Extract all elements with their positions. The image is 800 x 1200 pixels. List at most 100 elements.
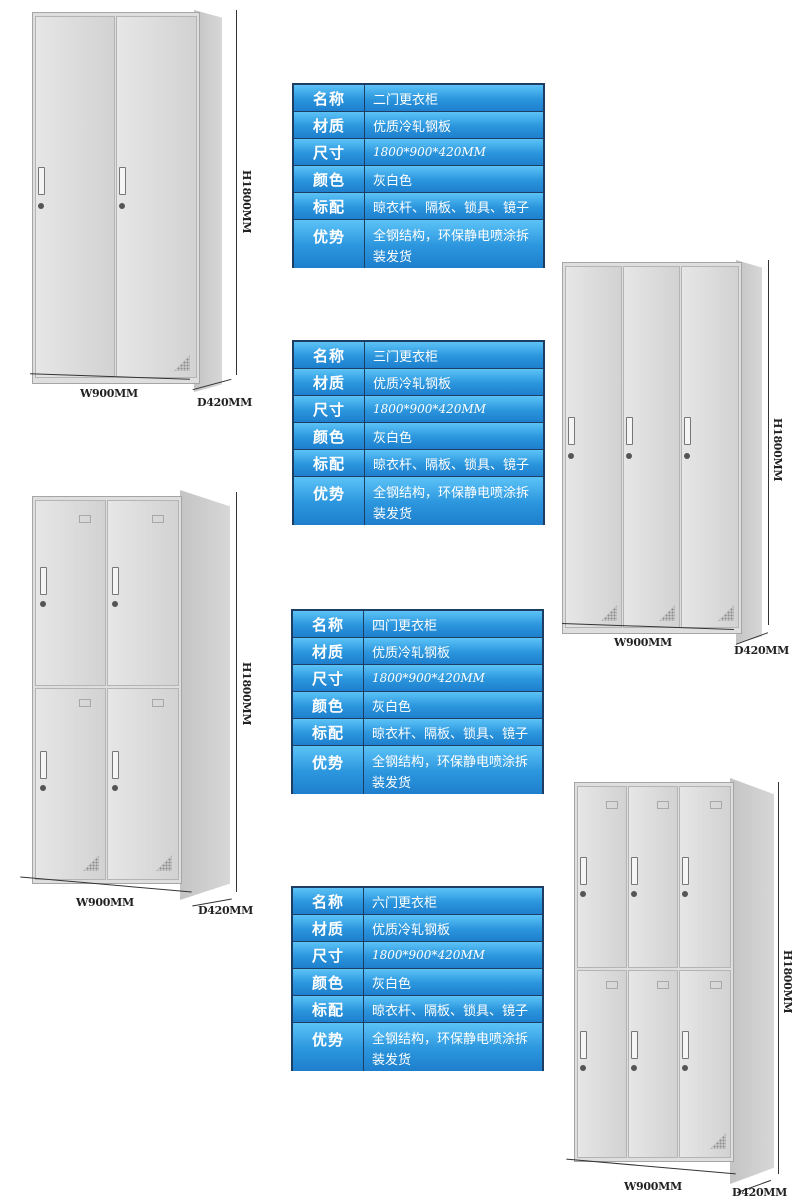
spec-table-two-door: 名称 二门更衣柜 材质 优质冷轧钢板 尺寸 1800*900*420MM 颜色 …: [292, 83, 545, 268]
label-tag-icon: [657, 981, 669, 989]
value-advantage: 全钢结构，环保静电喷涂拆装发货: [365, 220, 543, 268]
cabinet-door: [35, 500, 106, 686]
cabinet-four-door: [24, 490, 234, 906]
value-name: 三门更衣柜: [365, 342, 543, 368]
label-color: 颜色: [293, 969, 363, 995]
label-advantage: 优势: [294, 220, 364, 268]
value-size: 1800*900*420MM: [365, 396, 543, 422]
cabinet-side: [730, 778, 774, 1184]
door-handle-icon: [682, 857, 689, 885]
lock-icon: [682, 891, 688, 897]
label-color: 颜色: [293, 692, 363, 718]
label-material: 材质: [293, 915, 363, 941]
value-name: 六门更衣柜: [364, 888, 542, 914]
width-label: W900MM: [624, 1180, 682, 1193]
lock-icon: [631, 1065, 637, 1071]
value-size: 1800*900*420MM: [365, 139, 543, 165]
value-standard: 晾衣杆、隔板、锁具、镜子: [365, 193, 543, 219]
spec-table-four-door: 名称 四门更衣柜 材质 优质冷轧钢板 尺寸 1800*900*420MM 颜色 …: [291, 609, 544, 794]
value-name: 二门更衣柜: [365, 85, 543, 111]
label-standard: 标配: [294, 450, 364, 476]
value-size: 1800*900*420MM: [364, 665, 542, 691]
value-color: 灰白色: [364, 692, 542, 718]
vent-icon: [718, 605, 734, 621]
lock-icon: [580, 891, 586, 897]
cabinet-door: [679, 786, 731, 968]
label-size: 尺寸: [293, 665, 363, 691]
vent-icon: [174, 355, 190, 371]
door-handle-icon: [626, 417, 633, 445]
value-advantage: 全钢结构，环保静电喷涂拆装发货: [365, 477, 543, 525]
lock-icon: [38, 203, 44, 209]
height-dimension-line: [236, 10, 237, 375]
lock-icon: [40, 785, 46, 791]
door-handle-icon: [119, 167, 126, 195]
label-standard: 标配: [293, 996, 363, 1022]
label-tag-icon: [710, 981, 722, 989]
cabinet-door: [35, 16, 115, 378]
cabinet-door: [623, 266, 680, 628]
label-size: 尺寸: [294, 396, 364, 422]
value-standard: 晾衣杆、隔板、锁具、镜子: [364, 996, 542, 1022]
label-tag-icon: [79, 699, 91, 707]
label-standard: 标配: [294, 193, 364, 219]
label-tag-icon: [657, 801, 669, 809]
label-tag-icon: [606, 981, 618, 989]
label-advantage: 优势: [293, 1023, 363, 1071]
label-name: 名称: [293, 611, 363, 637]
value-material: 优质冷轧钢板: [364, 638, 542, 664]
label-standard: 标配: [293, 719, 363, 745]
label-tag-icon: [710, 801, 722, 809]
label-color: 颜色: [294, 166, 364, 192]
lock-icon: [626, 453, 632, 459]
lock-icon: [631, 891, 637, 897]
height-dimension-line: [768, 260, 769, 625]
width-label: W900MM: [80, 387, 138, 400]
label-size: 尺寸: [294, 139, 364, 165]
cabinet-door: [628, 970, 678, 1158]
door-handle-icon: [684, 417, 691, 445]
value-color: 灰白色: [365, 166, 543, 192]
label-tag-icon: [152, 515, 164, 523]
height-label: H1800MM: [240, 662, 253, 726]
depth-label: D420MM: [732, 1186, 788, 1199]
cabinet-door: [565, 266, 622, 628]
vent-icon: [83, 855, 99, 871]
label-tag-icon: [79, 515, 91, 523]
lock-icon: [112, 601, 118, 607]
label-name: 名称: [294, 85, 364, 111]
vent-icon: [710, 1133, 726, 1149]
lock-icon: [682, 1065, 688, 1071]
spec-table-three-door: 名称 三门更衣柜 材质 优质冷轧钢板 尺寸 1800*900*420MM 颜色 …: [292, 340, 545, 525]
value-name: 四门更衣柜: [364, 611, 542, 637]
cabinet-door: [628, 786, 678, 968]
label-advantage: 优势: [294, 477, 364, 525]
label-material: 材质: [294, 369, 364, 395]
lock-icon: [119, 203, 125, 209]
value-advantage: 全钢结构，环保静电喷涂拆装发货: [364, 746, 542, 794]
label-advantage: 优势: [293, 746, 363, 794]
door-handle-icon: [580, 1031, 587, 1059]
depth-label: D420MM: [734, 644, 790, 657]
cabinet-door: [681, 266, 739, 628]
height-dimension-line: [236, 492, 237, 892]
value-material: 优质冷轧钢板: [364, 915, 542, 941]
width-label: W900MM: [614, 636, 672, 649]
label-material: 材质: [294, 112, 364, 138]
value-standard: 晾衣杆、隔板、锁具、镜子: [365, 450, 543, 476]
label-name: 名称: [293, 888, 363, 914]
cabinet-door: [107, 500, 179, 686]
lock-icon: [112, 785, 118, 791]
cabinet-door: [35, 688, 106, 880]
lock-icon: [684, 453, 690, 459]
value-size: 1800*900*420MM: [364, 942, 542, 968]
label-size: 尺寸: [293, 942, 363, 968]
door-handle-icon: [568, 417, 575, 445]
door-handle-icon: [40, 567, 47, 595]
depth-label: D420MM: [197, 396, 253, 409]
spec-table-six-door: 名称 六门更衣柜 材质 优质冷轧钢板 尺寸 1800*900*420MM 颜色 …: [291, 886, 544, 1071]
label-tag-icon: [606, 801, 618, 809]
label-tag-icon: [152, 699, 164, 707]
value-advantage: 全钢结构，环保静电喷涂拆装发货: [364, 1023, 542, 1071]
value-material: 优质冷轧钢板: [365, 112, 543, 138]
